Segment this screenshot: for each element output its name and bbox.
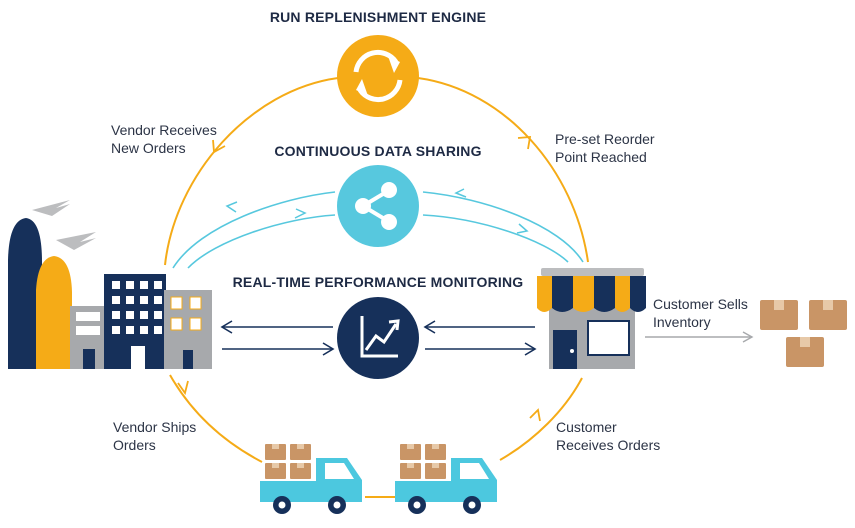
label-vendor-ships: Vendor Ships Orders (113, 418, 196, 454)
label-line: Pre-set Reorder (555, 131, 655, 147)
heading-sharing: CONTINUOUS DATA SHARING (274, 143, 482, 159)
label-line: Inventory (653, 314, 711, 330)
label-line: Customer (556, 419, 617, 435)
factory-icon (8, 200, 212, 369)
label-vendor-receives: Vendor Receives New Orders (111, 121, 217, 157)
data-sharing-arrowheads (225, 188, 529, 234)
heading-engine: RUN REPLENISHMENT ENGINE (269, 9, 487, 25)
label-line: Receives Orders (556, 437, 661, 453)
monitoring-arrows (220, 320, 537, 356)
delivery-truck-icon (260, 444, 497, 514)
label-customer-receives: Customer Receives Orders (556, 418, 660, 454)
label-line: Point Reached (555, 149, 647, 165)
refresh-icon (337, 35, 419, 117)
trend-chart-icon (337, 297, 419, 379)
label-customer-sells: Customer Sells Inventory (653, 295, 748, 331)
storefront-icon (537, 268, 646, 369)
label-line: Vendor Receives (111, 122, 217, 138)
label-line: New Orders (111, 140, 186, 156)
share-icon (337, 165, 419, 247)
cycle-arrowheads (177, 136, 541, 422)
label-line: Customer Sells (653, 296, 748, 312)
truck-right (395, 444, 497, 514)
label-reorder-point: Pre-set Reorder Point Reached (555, 130, 655, 166)
data-sharing-arcs (172, 191, 584, 269)
sells-arrow (645, 331, 754, 343)
label-line: Orders (113, 437, 156, 453)
label-line: Vendor Ships (113, 419, 197, 435)
replenishment-cycle-arcs (164, 77, 589, 498)
box-icon (760, 300, 847, 367)
heading-monitoring: REAL-TIME PERFORMANCE MONITORING (232, 274, 524, 290)
truck-left (260, 444, 362, 514)
